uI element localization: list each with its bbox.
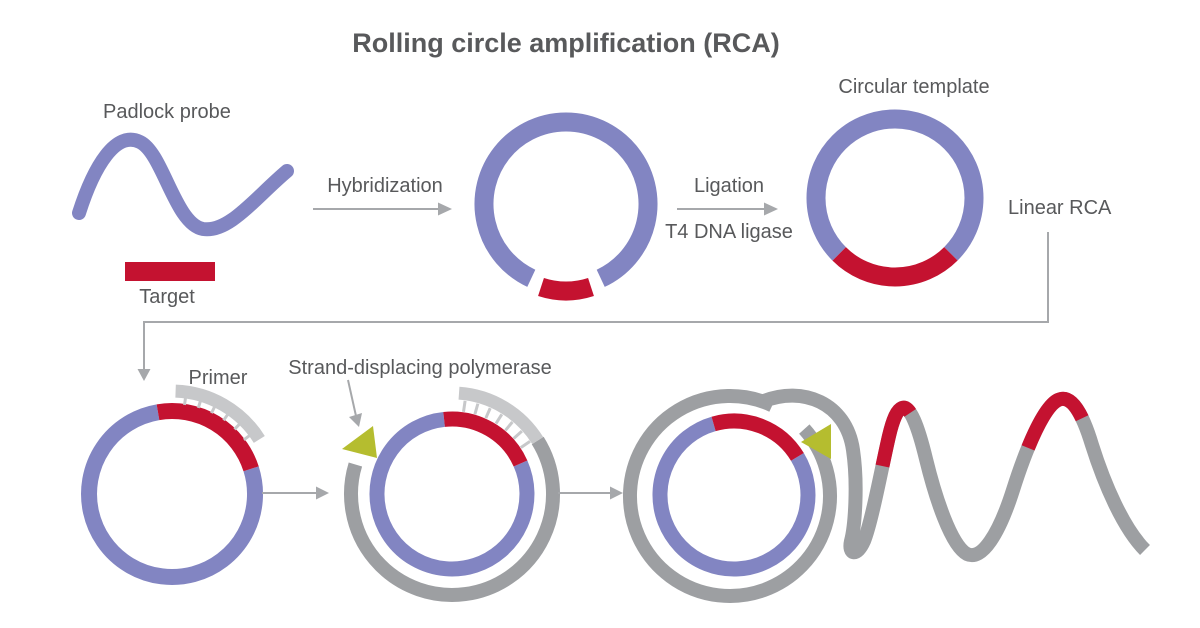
basepair-tick [504, 421, 514, 432]
polymerase-circle-target-arc [443, 411, 528, 467]
linear-rca-connector-line [143, 232, 1049, 370]
primer-strand-arc-2 [458, 386, 544, 445]
hybridized-circle-probe-arc [474, 112, 658, 287]
strand-displacing-polymerase-label: Strand-displacing polymerase [288, 357, 551, 379]
basepair-tick [494, 413, 504, 425]
basepair-tick [519, 440, 531, 449]
ligation-label: Ligation [694, 175, 764, 197]
primer-basepair-ticks-2 [462, 400, 531, 449]
linear-rca-connector-head [137, 369, 151, 381]
polymerase-triangle-icon [342, 426, 377, 458]
product-wave-target-segments [761, 388, 1151, 562]
hybridization-arrow-head [438, 202, 452, 216]
rolling-circle-target-arc [711, 413, 804, 461]
hybridized-circle-target-arc [538, 277, 594, 301]
ligation-arrow-head [764, 202, 778, 216]
step-arrow-1-head [316, 486, 329, 500]
primer-circle-probe-arc [81, 404, 263, 585]
hybridization-label: Hybridization [327, 175, 443, 197]
basepair-tick [484, 407, 492, 419]
basepair-tick [512, 429, 523, 440]
circular-template-probe-arc [806, 109, 984, 261]
t4-dna-ligase-label: T4 DNA ligase [665, 221, 793, 243]
circular-template-target-arc [832, 246, 958, 287]
primer-basepair-ticks [183, 396, 252, 441]
circular-template-label: Circular template [838, 76, 989, 98]
linear-rca-label: Linear RCA [1008, 197, 1112, 219]
basepair-tick [222, 412, 230, 422]
padlock-probe-label: Padlock probe [103, 101, 231, 123]
primer-circle [81, 384, 265, 585]
basepair-tick [183, 396, 188, 406]
basepair-tick [233, 422, 242, 431]
hybridized-circle [474, 112, 658, 301]
padlock-probe-strand [72, 132, 294, 237]
basepair-tick [242, 433, 252, 441]
diagram-title: Rolling circle amplification (RCA) [352, 28, 780, 58]
polymerase-circle [342, 386, 560, 602]
target-label: Target [139, 286, 195, 308]
polymerase-pointer-line [347, 379, 357, 417]
target-bar [125, 262, 215, 281]
primer-label: Primer [189, 367, 248, 389]
polymerase-pointer-head [349, 413, 362, 427]
product-coil-arc [622, 389, 837, 603]
step-arrow-2-head [610, 486, 623, 500]
primer-circle-target-arc [156, 403, 259, 472]
polymerase-circle-probe-arc [369, 411, 535, 577]
basepair-tick [210, 404, 217, 414]
polymerase-triangle-icon-2 [801, 424, 831, 459]
primer-strand-arc [175, 384, 265, 443]
rolling-circle-probe-arc [652, 416, 816, 577]
nascent-strand-arc [344, 436, 560, 602]
basepair-tick [462, 400, 467, 413]
basepair-tick [196, 399, 203, 409]
basepair-tick [473, 403, 480, 415]
circular-template-circle [806, 109, 984, 287]
rolling-circle-product [622, 388, 1151, 603]
